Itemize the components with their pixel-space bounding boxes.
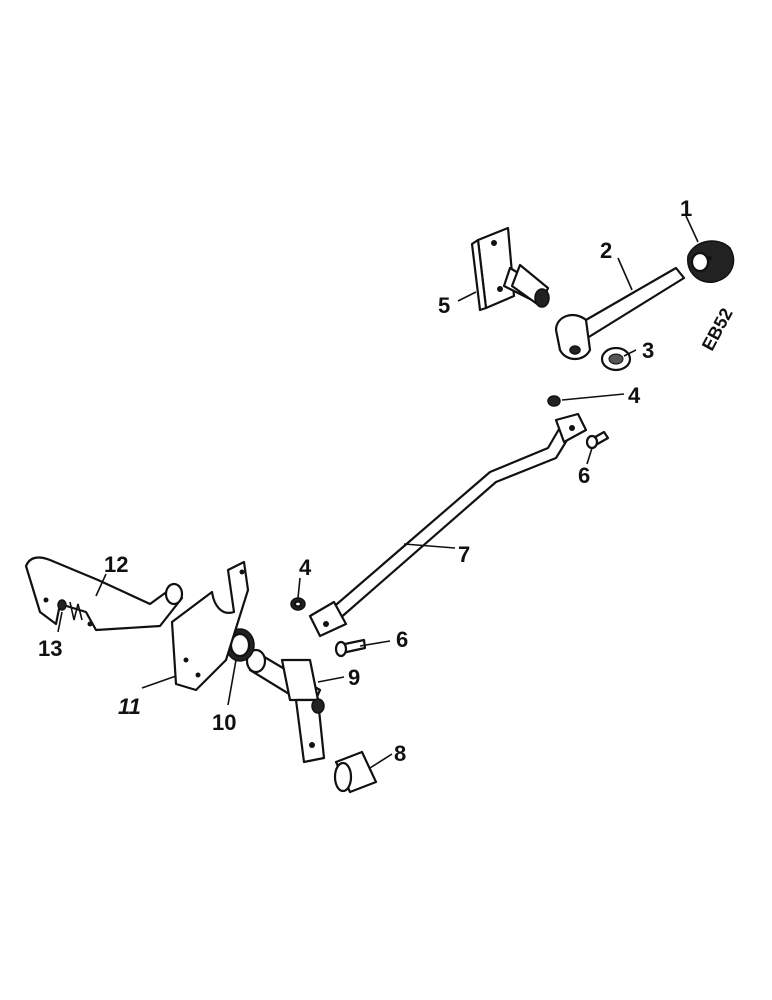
callout-10: 10 <box>212 710 236 735</box>
part-3-ring <box>600 346 632 372</box>
part-13-fastener <box>57 599 83 621</box>
callout-4-upper: 4 <box>628 383 641 408</box>
callout-11: 11 <box>118 694 141 719</box>
part-9-crank-shaft <box>245 648 326 764</box>
callout-3: 3 <box>642 338 654 363</box>
callout-9: 9 <box>348 665 360 690</box>
part-1-knob <box>687 240 735 283</box>
callout-2: 2 <box>600 238 612 263</box>
part-4-nut-lower <box>290 597 306 611</box>
callout-13: 13 <box>38 636 62 661</box>
callout-1: 1 <box>680 196 692 221</box>
leader-lines <box>57 215 699 769</box>
callout-4-lower: 4 <box>299 555 312 580</box>
part-6-pin-upper <box>585 430 610 450</box>
callout-5: 5 <box>438 293 450 318</box>
part-4-nut-upper <box>547 395 561 407</box>
part-12-pedal-arm <box>24 556 184 632</box>
part-7-connecting-rod <box>308 412 588 638</box>
callout-6-lower: 6 <box>396 627 408 652</box>
part-11-bracket-plate <box>170 560 250 692</box>
callout-6-upper: 6 <box>578 463 590 488</box>
callout-8: 8 <box>394 741 406 766</box>
part-5-pivot-bracket <box>470 226 550 312</box>
callout-7: 7 <box>458 542 470 567</box>
part-2-lever-arm <box>554 266 686 361</box>
figure-code: EB52 <box>698 305 737 354</box>
callout-12: 12 <box>104 552 128 577</box>
part-6-bolt-lower <box>334 638 367 658</box>
part-8-pin <box>333 750 378 794</box>
